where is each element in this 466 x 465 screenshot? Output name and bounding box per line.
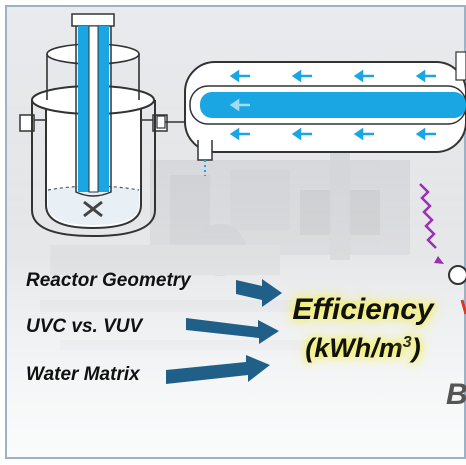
arrow-reactor-geometry xyxy=(236,279,282,307)
flow-through-reactor-icon xyxy=(156,51,466,176)
photon-wave-icon xyxy=(419,183,444,264)
factor-water-matrix: Water Matrix xyxy=(26,364,140,385)
efficiency-label: Efficiency (kWh/m3) xyxy=(282,291,444,377)
efficiency-unit: (kWh/m3) xyxy=(282,333,444,364)
frame-border xyxy=(5,5,466,459)
stirrer-icon xyxy=(83,200,103,218)
partial-text: B xyxy=(446,378,466,411)
unit-exponent: 3 xyxy=(402,334,412,351)
factor-arrows xyxy=(166,279,282,384)
batch-reactor-icon xyxy=(19,13,168,238)
efficiency-title: Efficiency xyxy=(292,293,434,326)
factor-uvc-vs-vuv: UVC vs. VUV xyxy=(26,316,143,337)
factor-reactor-geometry: Reactor Geometry xyxy=(26,270,191,291)
unit-suffix: ) xyxy=(411,333,421,363)
molecule-icon xyxy=(448,265,466,315)
arrow-uvc-vuv xyxy=(186,318,279,344)
arrow-water-matrix xyxy=(166,355,270,384)
unit-prefix: (kWh/m xyxy=(305,333,403,363)
flow-arrows xyxy=(229,69,436,141)
